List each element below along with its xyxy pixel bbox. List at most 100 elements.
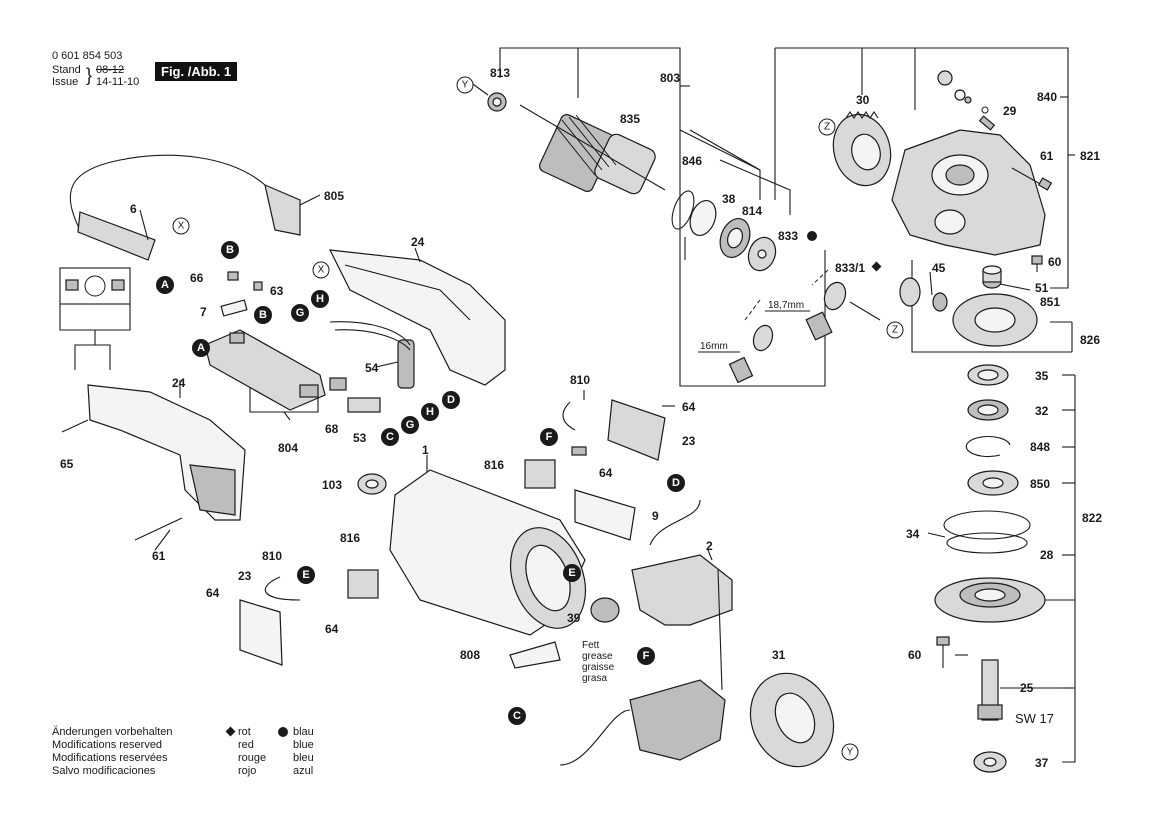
wire-harness-GH [329, 321, 411, 351]
legend-red-diamond [225, 726, 236, 737]
connector-D-contact: D [442, 391, 460, 409]
new-date: 14-11-10 [96, 76, 140, 88]
label-9: 9 [652, 509, 659, 523]
wrench-size-sw17: SW 17 [1015, 711, 1054, 726]
label-38: 38 [722, 192, 736, 206]
label-35: 35 [1035, 369, 1049, 383]
red-fr: rouge [238, 752, 267, 764]
label-54: 54 [365, 361, 379, 375]
label-816-top: 816 [484, 458, 504, 472]
label-103: 103 [322, 478, 342, 492]
label-821: 821 [1080, 149, 1100, 163]
note-de: Änderungen vorbehalten [52, 726, 173, 738]
label-24-bottom: 24 [172, 376, 186, 390]
gear-housing-821 [891, 129, 1046, 256]
note-es: Salvo modificaciones [52, 765, 156, 777]
connector-H-contact: H [421, 403, 439, 421]
connector-C-field: C [508, 707, 526, 725]
handle-24-top [328, 249, 506, 386]
contacts-68-53 [329, 377, 381, 413]
label-32: 32 [1035, 404, 1049, 418]
legend-blue-star [278, 727, 288, 737]
svg-text:B: B [259, 309, 267, 321]
label-804: 804 [278, 441, 298, 455]
label-816-left: 816 [340, 531, 360, 545]
svg-text:F: F [546, 431, 553, 443]
connector-A-switch: A [192, 339, 210, 357]
svg-text:Z: Z [824, 122, 830, 133]
label-840: 840 [1037, 90, 1057, 104]
label-1: 1 [422, 443, 429, 457]
connector-G-contact: G [401, 416, 419, 434]
clamp-ring-34-28 [943, 510, 1031, 554]
svg-text:C: C [386, 431, 394, 443]
legend-blue-words: blau blue bleu azul [293, 726, 314, 778]
label-34: 34 [906, 527, 920, 541]
note-en: Modifications reserved [52, 739, 163, 751]
carbon-brush-833-1 [805, 281, 881, 341]
label-24-top: 24 [411, 235, 425, 249]
connector-F-field: F [637, 647, 655, 665]
group-bracket-804 [249, 378, 319, 421]
bearing-850 [967, 470, 1019, 496]
label-60-top: 60 [1048, 255, 1062, 269]
brace-glyph: } [86, 65, 93, 85]
circlip-848 [965, 435, 1011, 458]
bearing-35 [967, 364, 1009, 386]
svg-text:F: F [643, 650, 650, 662]
old-date: 08-12 [96, 64, 125, 76]
svg-text:X: X [178, 221, 185, 232]
capacitor-54 [397, 339, 415, 389]
spindle-lock-840 [937, 70, 996, 131]
grease-text-es: grasa [582, 673, 607, 684]
stand-label: Stand [52, 64, 81, 76]
label-23-top: 23 [682, 434, 696, 448]
label-803: 803 [660, 71, 680, 85]
label-826: 826 [1080, 333, 1100, 347]
connector-D-field: D [667, 474, 685, 492]
label-810-left: 810 [262, 549, 282, 563]
label-835: 835 [620, 112, 640, 126]
flange-37 [973, 751, 1007, 773]
note-fr: Modifications reservées [52, 752, 168, 764]
group-bracket-822 [1040, 374, 1076, 763]
ref-X-handle: X [312, 261, 330, 279]
spindle-25 [977, 659, 1003, 721]
ref-Z-gear: Z [818, 118, 836, 136]
label-61-left: 61 [152, 549, 166, 563]
blue-star-marker-833 [807, 231, 817, 241]
legend-red-words: rot red rouge rojo [238, 726, 266, 778]
field-coil-2 [629, 554, 733, 761]
label-37: 37 [1035, 756, 1049, 770]
svg-text:Y: Y [462, 80, 469, 91]
svg-text:A: A [197, 342, 205, 354]
red-de: rot [238, 726, 251, 738]
insulation-808 [509, 641, 561, 669]
leader-lines [139, 81, 1062, 689]
label-814: 814 [742, 204, 762, 218]
sleeve-51 [982, 265, 1002, 289]
switch-circuit-symbol [59, 267, 131, 370]
small-parts-66-63-7 [220, 271, 263, 317]
label-45: 45 [932, 261, 946, 275]
part-number: 0 601 854 503 [52, 50, 123, 62]
screw-60-top [1031, 255, 1043, 272]
label-822: 822 [1082, 511, 1102, 525]
label-28: 28 [1040, 548, 1054, 562]
screw-60-bottom [936, 636, 950, 668]
screw-65 [61, 419, 89, 433]
bearing-38 [719, 218, 751, 258]
group-bracket-821 [774, 47, 1075, 289]
bushing-103 [357, 473, 387, 495]
svg-text:G: G [406, 419, 415, 431]
cover-plate-9 [574, 489, 636, 541]
power-cable-805 [69, 154, 301, 261]
svg-text:E: E [568, 567, 575, 579]
connector-E-field: E [563, 564, 581, 582]
red-en: red [238, 739, 254, 751]
svg-text:X: X [318, 265, 325, 276]
cover-23-top [607, 399, 666, 461]
label-6: 6 [130, 202, 137, 216]
brush-holder-816-left [347, 569, 379, 599]
